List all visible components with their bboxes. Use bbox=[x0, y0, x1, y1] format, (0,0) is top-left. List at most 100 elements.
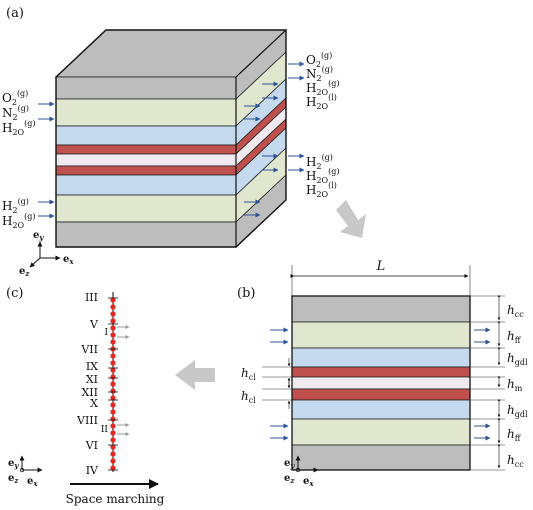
right-bottom-gas-labels: H2(g) H2O(g) H2O(l) bbox=[306, 153, 340, 199]
panel-a-label: (a) bbox=[6, 6, 24, 21]
gas-label: H2O(g) bbox=[306, 79, 340, 97]
side-flow-arrows bbox=[244, 81, 279, 218]
axis-ey-label: ey bbox=[33, 230, 44, 242]
right-top-gas-labels: O2(g) N2(g) H2O(g) H2O(l) bbox=[306, 51, 340, 111]
dim-label: hgdl bbox=[507, 351, 528, 367]
cross-section-2d bbox=[291, 295, 471, 471]
outlet-arrows-right bbox=[288, 61, 305, 173]
march-label: XI bbox=[86, 373, 98, 386]
axis-ez-label-b: ez bbox=[284, 473, 295, 485]
march-dot bbox=[110, 451, 116, 457]
march-dot bbox=[110, 367, 116, 373]
march-label: III bbox=[85, 291, 98, 304]
march-dot bbox=[110, 402, 116, 408]
gas-label: N2(g) bbox=[2, 104, 29, 122]
march-dot bbox=[110, 360, 116, 366]
axis-ex-label: ex bbox=[63, 254, 74, 266]
march-dot bbox=[110, 332, 116, 338]
axis-ex-label-b: ex bbox=[303, 476, 314, 488]
march-label: X bbox=[90, 397, 98, 410]
march-dot bbox=[110, 416, 116, 422]
dimension-labels-left: hcl hcl bbox=[241, 366, 256, 405]
march-label: IX bbox=[86, 360, 98, 373]
space-marching-column bbox=[108, 292, 130, 472]
dim-label: hm bbox=[507, 377, 523, 393]
front-layer-ff-2 bbox=[55, 194, 237, 223]
march-dot bbox=[110, 374, 116, 380]
axis-ey-label-b: ey bbox=[284, 458, 295, 470]
length-dimension bbox=[290, 265, 471, 296]
layer-gdl-top bbox=[291, 347, 471, 368]
march-mid-label: I bbox=[104, 328, 108, 338]
axis-ey-label-c: ey bbox=[8, 458, 19, 470]
layer-cc-bottom bbox=[291, 444, 471, 471]
panel-b-label: (b) bbox=[237, 286, 255, 301]
axes-a bbox=[29, 241, 61, 268]
march-dot bbox=[110, 423, 116, 429]
front-layer-cc bbox=[55, 76, 237, 100]
march-dot bbox=[110, 458, 116, 464]
flow-arrows-b bbox=[270, 327, 491, 441]
march-dot bbox=[110, 311, 116, 317]
march-label: VI bbox=[85, 439, 98, 452]
march-dot bbox=[110, 444, 116, 450]
layer-cc-top bbox=[291, 295, 471, 323]
march-label: IV bbox=[86, 464, 99, 477]
stack-3d bbox=[54, 29, 288, 248]
layer-membrane bbox=[291, 376, 471, 390]
axes-c bbox=[19, 455, 43, 473]
march-dot bbox=[110, 437, 116, 443]
march-labels: III V VII IX XI XII X VIII VI IV I II bbox=[76, 291, 108, 477]
gas-label: O2(g) bbox=[2, 89, 28, 107]
march-dot bbox=[110, 430, 116, 436]
front-layer-cl-2 bbox=[55, 165, 237, 176]
gas-label: N2(g) bbox=[306, 65, 333, 83]
space-marching-caption: Space marching bbox=[66, 492, 165, 506]
axis-ez-label-c: ez bbox=[8, 473, 19, 485]
dim-label: hcl bbox=[241, 366, 256, 382]
axes-b bbox=[295, 455, 319, 473]
dim-label: hff bbox=[507, 329, 522, 345]
axis-ez-label: ez bbox=[19, 266, 30, 278]
dim-label: hcc bbox=[507, 303, 524, 319]
march-dot bbox=[110, 409, 116, 415]
gas-label: H2O(g) bbox=[2, 212, 36, 230]
front-layer-m bbox=[55, 153, 237, 167]
layer-ff-top bbox=[291, 321, 471, 349]
march-label: V bbox=[89, 318, 99, 331]
march-label: VIII bbox=[76, 414, 98, 427]
front-layer-cc-2 bbox=[55, 221, 237, 248]
dim-label: hgdl bbox=[507, 403, 528, 419]
front-layer-gdl bbox=[55, 125, 237, 146]
march-dot bbox=[110, 325, 116, 331]
march-dot bbox=[110, 388, 116, 394]
transition-arrow-b-to-c bbox=[175, 360, 215, 390]
layer-cl-bottom bbox=[291, 388, 471, 401]
gas-label: H2O(l) bbox=[306, 181, 337, 199]
left-bottom-gas-labels: H2(g) H2O(g) bbox=[2, 197, 36, 230]
dimension-lines-right bbox=[470, 295, 505, 471]
inlet-arrows-left bbox=[38, 101, 55, 219]
transition-arrow-a-to-b bbox=[336, 200, 366, 238]
march-dot bbox=[110, 318, 116, 324]
front-layer-cl bbox=[55, 144, 237, 155]
layer-cl-top bbox=[291, 366, 471, 378]
dimension-lines-left bbox=[262, 358, 292, 409]
gas-label: O2(g) bbox=[306, 51, 332, 69]
gas-label: H2O(l) bbox=[306, 93, 337, 111]
front-layer-gdl-2 bbox=[55, 174, 237, 196]
stack-outline bbox=[55, 29, 287, 248]
march-dots bbox=[110, 297, 116, 471]
dimension-labels-right: hcc hff hgdl hm hgdl hff hcc bbox=[507, 303, 528, 469]
panel-c-label: (c) bbox=[6, 286, 23, 301]
march-dot bbox=[110, 339, 116, 345]
axis-ex-label-c: ex bbox=[27, 476, 38, 488]
march-label: XII bbox=[81, 386, 98, 399]
dim-label: hcl bbox=[241, 389, 256, 405]
length-label: L bbox=[376, 259, 386, 274]
gas-label: H2O(g) bbox=[306, 167, 340, 185]
left-top-gas-labels: O2(g) N2(g) H2O(g) bbox=[2, 89, 36, 137]
front-layer-ff bbox=[55, 98, 237, 127]
layer-gdl-bottom bbox=[291, 399, 471, 420]
